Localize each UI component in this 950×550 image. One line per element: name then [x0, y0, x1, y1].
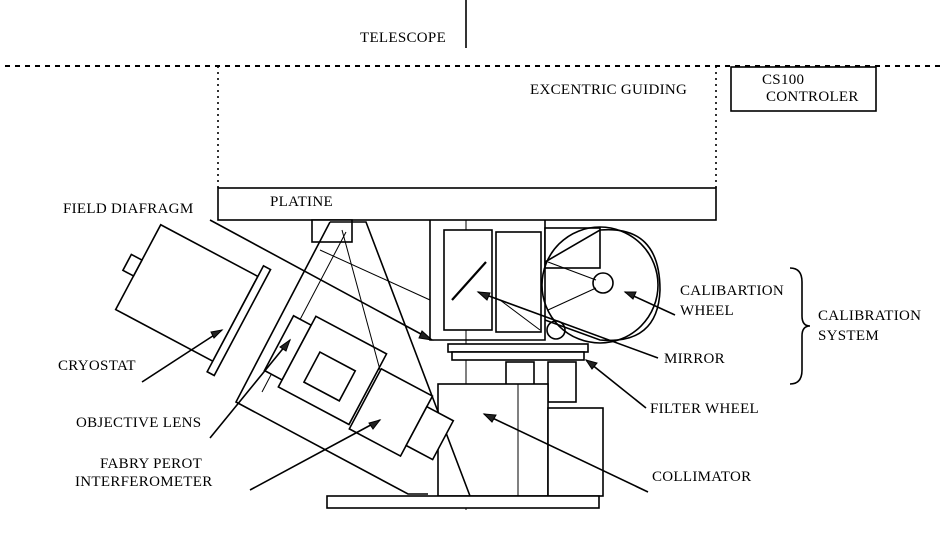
- calibration-wheel-disc: [541, 226, 659, 344]
- mirror-label: MIRROR: [664, 351, 725, 367]
- calibration-system-label-line1: CALIBRATION: [818, 308, 921, 324]
- calibration-wheel-housing: [544, 228, 661, 342]
- mirror-arrowhead: [476, 291, 491, 301]
- filter-wheel-motor-right: [547, 361, 577, 403]
- calibration-wheel-spoke-1: [547, 261, 597, 281]
- collimator-label: COLLIMATOR: [652, 469, 751, 485]
- tilted-housing-frame: [234, 221, 471, 497]
- upper-housing: [429, 220, 546, 341]
- calibration-wheel-spoke-2: [547, 287, 597, 311]
- fabry-perot-leader: [249, 419, 381, 491]
- light-path-1: [341, 229, 381, 371]
- platine-plate: [217, 187, 717, 221]
- filter-wheel-plate-bottom: [451, 351, 585, 361]
- field-diafragm-arrowhead: [418, 330, 434, 341]
- cs100-label-line2: CONTROLER: [766, 89, 859, 105]
- base-plate: [326, 495, 600, 509]
- filter-wheel-leader: [585, 359, 647, 409]
- cryostat-arrowhead: [210, 329, 224, 339]
- collimator-leader: [483, 413, 649, 493]
- collimator-tube: [437, 383, 549, 497]
- excentric-guiding-box: [217, 66, 717, 188]
- calibration-system-label-line2: SYSTEM: [818, 328, 879, 344]
- upper-inner-block: [495, 231, 542, 333]
- filter-wheel-arrowhead: [584, 359, 598, 370]
- fabry-perot-support: [302, 351, 357, 402]
- objective-lens-leader: [209, 339, 291, 439]
- cs100-controller-box: [730, 66, 877, 112]
- cryostat-label: CRYOSTAT: [58, 358, 136, 374]
- objective-lens-label: OBJECTIVE LENS: [76, 415, 201, 431]
- fabry-perot-label-line2: INTERFEROMETER: [75, 474, 213, 490]
- field-diafragm-label: FIELD DIAFRAGM: [63, 201, 193, 217]
- platine-label: PLATINE: [270, 194, 333, 210]
- light-path-2: [319, 249, 431, 301]
- fabry-perot-arrowhead: [368, 419, 382, 430]
- cryostat-flange: [206, 264, 272, 377]
- collimator-arrowhead: [482, 413, 497, 423]
- calibration-wheel-hub: [592, 272, 614, 294]
- field-stop-block: [443, 229, 493, 331]
- cs100-label-line1: CS100: [762, 72, 804, 88]
- cryostat: [114, 223, 388, 426]
- mirror-leader: [477, 291, 659, 359]
- light-path-3: [499, 299, 541, 331]
- filter-wheel-plate-top: [447, 343, 589, 353]
- telescope-label: TELESCOPE: [360, 30, 446, 46]
- fabry-perot-etalon: [405, 405, 455, 461]
- calibration-wheel-label-line1: CALIBARTION: [680, 283, 784, 299]
- mount-block: [311, 219, 353, 243]
- calibration-wheel-label-line2: WHEEL: [680, 303, 734, 319]
- fabry-perot-assembly: [302, 351, 455, 461]
- collimator-side-box: [547, 407, 604, 497]
- cryostat-leader: [141, 329, 223, 383]
- excentric-guiding-label: EXCENTRIC GUIDING: [530, 82, 687, 98]
- calibration-wheel-arrowhead: [623, 291, 637, 300]
- calibration-system-brace: [789, 267, 811, 385]
- cryostat-body: [114, 223, 259, 363]
- fabry-perot-label-line1: FABRY PEROT: [100, 456, 202, 472]
- filter-wheel-label: FILTER WHEEL: [650, 401, 759, 417]
- mirror-45: [451, 261, 487, 301]
- cryostat-cap: [121, 253, 144, 278]
- objective-lens-arrowhead: [279, 338, 292, 352]
